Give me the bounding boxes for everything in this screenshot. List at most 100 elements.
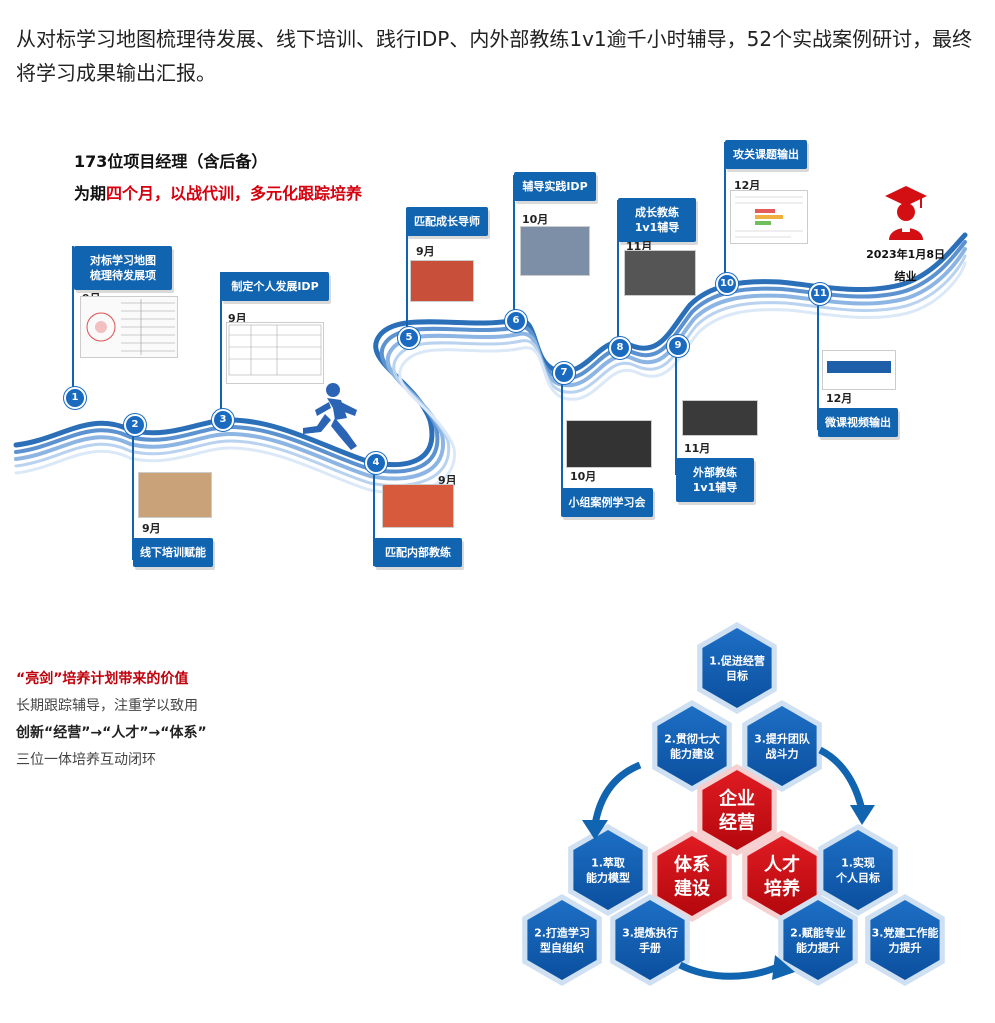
step-4-label: 匹配内部教练 bbox=[374, 538, 462, 567]
step-11-label: 微课视频输出 bbox=[818, 408, 898, 437]
hex-right-2-text-0: 2.赋能专业 bbox=[790, 926, 846, 940]
step-6-label: 辅导实践IDP bbox=[514, 172, 596, 201]
step-5-label: 匹配成长导师 bbox=[406, 207, 488, 236]
photo-idp-practice bbox=[520, 226, 590, 276]
graduation-label: 结业 bbox=[894, 270, 917, 283]
photo-group-meeting bbox=[566, 420, 652, 468]
step-1-label: 对标学习地图 梳理待发展项 bbox=[74, 246, 172, 290]
video-banner bbox=[827, 361, 891, 373]
step-11-month: 12月 bbox=[826, 392, 853, 405]
step-5-month: 9月 bbox=[416, 245, 435, 258]
photo-idp-form bbox=[226, 322, 324, 384]
step-2-month: 9月 bbox=[142, 522, 161, 535]
subline-prefix: 为期 bbox=[74, 184, 107, 203]
photo-growth-coach bbox=[624, 250, 696, 296]
hex-core-system-text-0: 体系 bbox=[674, 853, 710, 875]
milestone-4: 4 bbox=[365, 452, 387, 474]
step-9-month: 11月 bbox=[684, 442, 711, 455]
hex-right-1-text-1: 个人目标 bbox=[835, 870, 880, 884]
photo-coach-matching bbox=[382, 484, 454, 528]
photo-micro-video bbox=[822, 350, 896, 390]
photo-training bbox=[138, 472, 212, 518]
step-10-month: 12月 bbox=[734, 179, 761, 192]
step-7-month: 10月 bbox=[570, 470, 597, 483]
hex-right-3-text-0: 3.党建工作能 bbox=[872, 926, 939, 940]
value-title: “亮剑”培养计划带来的价值 bbox=[16, 671, 189, 687]
pole-1 bbox=[72, 246, 74, 396]
milestone-9: 9 bbox=[667, 335, 689, 357]
step-2-label: 线下培训赋能 bbox=[133, 538, 213, 567]
roadmap-subline: 为期四个月，以战代训，多元化跟踪培养 bbox=[74, 180, 362, 204]
value-summary: “亮剑”培养计划带来的价值 长期跟踪辅导，注重学以致用 创新“经营”→“人才”→… bbox=[16, 666, 207, 774]
hex-left-1-text-0: 1.萃取 bbox=[591, 856, 625, 870]
step-3-month: 9月 bbox=[228, 312, 247, 325]
graduation-date: 2023年1月8日 bbox=[866, 248, 945, 261]
hex-top-3-text-1: 战斗力 bbox=[766, 746, 799, 760]
hex-core-enterprise-text-0: 企业 bbox=[718, 787, 755, 809]
hex-left-2-text-1: 型自组织 bbox=[540, 940, 584, 954]
graduation-block: 2023年1月8日 结业 bbox=[866, 186, 945, 286]
step-3-label: 制定个人发展IDP bbox=[221, 272, 329, 301]
hex-top-3-text-0: 3.提升团队 bbox=[754, 732, 811, 746]
photo-external-coach bbox=[682, 400, 758, 436]
hex-core-talent-text-0: 人才 bbox=[764, 853, 800, 875]
mindmap-thumbnail bbox=[86, 299, 175, 355]
hex-right-2-text-1: 能力提升 bbox=[796, 940, 840, 954]
milestone-11: 11 bbox=[809, 283, 831, 305]
form-thumbnail bbox=[228, 324, 322, 376]
milestone-2: 2 bbox=[124, 414, 146, 436]
milestone-3: 3 bbox=[212, 409, 234, 431]
roadmap-headline: 173位项目经理（含后备） bbox=[74, 152, 268, 171]
value-line-3: 三位一体培养互动闭环 bbox=[16, 752, 156, 768]
report-thumbnail bbox=[735, 196, 803, 238]
hexagon-diagram: 1.促进经营目标2.贯彻七大能力建设3.提升团队战斗力企业经营体系建设人才培养1… bbox=[522, 622, 945, 986]
milestone-7: 7 bbox=[553, 362, 575, 384]
hex-top-2-text-0: 2.贯彻七大 bbox=[664, 732, 720, 746]
milestone-1: 1 bbox=[64, 387, 86, 409]
milestone-6: 6 bbox=[505, 310, 527, 332]
step-10-label: 攻关课题输出 bbox=[725, 140, 807, 169]
hex-right-3-text-1: 力提升 bbox=[889, 940, 922, 954]
milestone-5: 5 bbox=[398, 327, 420, 349]
step-4-month: 9月 bbox=[438, 474, 457, 487]
pole-4 bbox=[373, 462, 375, 566]
hex-top-1-text-0: 1.促进经营 bbox=[709, 654, 765, 668]
hex-left-1-text-1: 能力模型 bbox=[586, 870, 630, 884]
pole-3 bbox=[220, 272, 222, 418]
intro-paragraph: 从对标学习地图梳理待发展、线下培训、践行IDP、内外部教练1v1逾千小时辅导，5… bbox=[16, 27, 973, 85]
cycle-arrows bbox=[591, 746, 866, 980]
step-8-month: 11月 bbox=[626, 240, 653, 253]
hex-left-2-text-0: 2.打造学习 bbox=[534, 926, 590, 940]
runner-icon bbox=[303, 383, 357, 450]
hex-core-system-text-1: 建设 bbox=[674, 878, 710, 900]
hex-top-2-text-1: 能力建设 bbox=[670, 746, 715, 760]
hex-left-3-text-1: 手册 bbox=[639, 940, 661, 954]
value-line-1: 长期跟踪辅导，注重学以致用 bbox=[16, 698, 198, 714]
arrow-heads bbox=[582, 805, 875, 980]
hex-right-1-text-0: 1.实现 bbox=[841, 856, 875, 870]
subline-highlight: 四个月，以战代训，多元化跟踪培养 bbox=[106, 184, 363, 203]
pole-10 bbox=[724, 142, 726, 282]
milestone-8: 8 bbox=[609, 337, 631, 359]
graduate-icon bbox=[884, 186, 927, 240]
hex-top-1-text-1: 目标 bbox=[726, 668, 748, 682]
milestone-10: 10 bbox=[716, 273, 738, 295]
photo-mentor-matching bbox=[410, 260, 474, 302]
step-8-label: 成长教练 1v1辅导 bbox=[618, 198, 696, 242]
pole-7 bbox=[561, 372, 563, 502]
pole-5 bbox=[406, 210, 408, 336]
pole-2 bbox=[132, 430, 134, 560]
